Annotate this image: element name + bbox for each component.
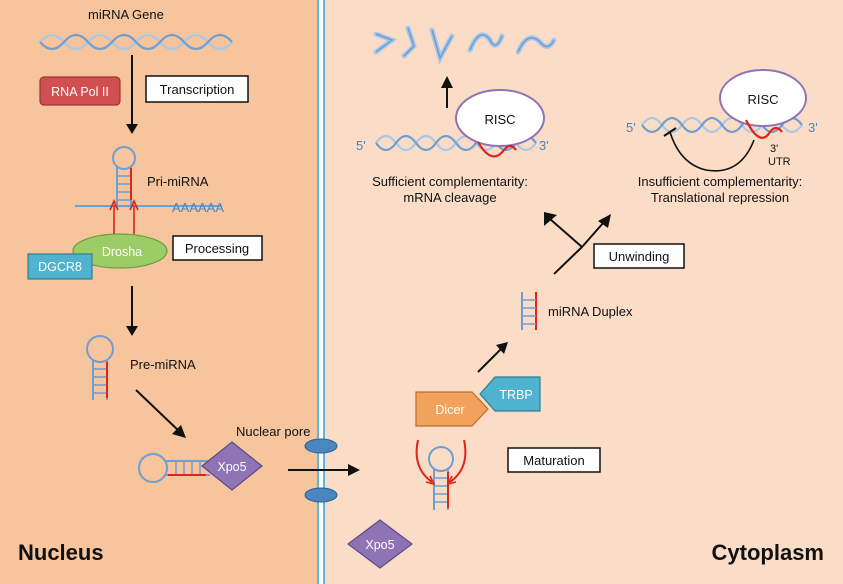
- repression-outcome-line2: Translational repression: [651, 190, 789, 205]
- nuclear-membrane: [317, 0, 325, 584]
- risc-right-label: RISC: [747, 92, 778, 107]
- transcription-label: Transcription: [160, 82, 235, 97]
- risc-left: RISC: [455, 89, 545, 158]
- mirna-gene-helix: [39, 33, 233, 51]
- nuclear-pore-top: [304, 438, 338, 454]
- cleavage-outcome-line2: mRNA cleavage: [403, 190, 496, 205]
- drosha-label: Drosha: [102, 245, 142, 259]
- cleavage-outcome-line1: Sufficient complementarity:: [372, 174, 528, 189]
- xpo5-nucleus-label: Xpo5: [217, 460, 246, 474]
- dgcr8-label: DGCR8: [38, 260, 82, 274]
- unwinding-step: Unwinding: [593, 243, 685, 269]
- maturation-label: Maturation: [523, 453, 584, 468]
- xpo5-cytoplasm-label: Xpo5: [365, 538, 394, 552]
- nucleus-label: Nucleus: [18, 540, 104, 565]
- utr-label: UTR: [768, 156, 791, 168]
- cleaved-mrna-fragments: [373, 25, 557, 65]
- arrow-unwinding: [544, 212, 611, 275]
- arrow-transcription: [126, 55, 138, 134]
- nuclear-pore-bottom: [304, 487, 338, 503]
- rna-pol-ii-label: RNA Pol II: [51, 85, 109, 99]
- nuclear-pore-label: Nuclear pore: [236, 424, 310, 439]
- arrow-to-duplex: [477, 342, 508, 373]
- cytoplasm-label: Cytoplasm: [712, 540, 824, 565]
- maturation-step: Maturation: [507, 447, 601, 473]
- pre-mirna-hairpin: [86, 335, 114, 400]
- pri-mirna-hairpin: [75, 146, 222, 207]
- polya-tail-label: AAAAAA: [172, 200, 224, 215]
- rna-pol-ii: RNA Pol II: [39, 76, 121, 106]
- repression-outcome-line1: Insufficient complementarity:: [638, 174, 803, 189]
- dicer-substrate-hairpin: [415, 439, 467, 510]
- processing-step: Processing: [172, 235, 263, 261]
- arrow-cleavage-up: [441, 76, 453, 108]
- arrow-to-export: [135, 389, 186, 438]
- arrow-export: [288, 464, 360, 476]
- mirna-duplex-label: miRNA Duplex: [548, 304, 633, 319]
- three-prime-right: 3': [808, 120, 818, 135]
- arrow-processing: [126, 286, 138, 336]
- xpo5-nucleus: Xpo5: [201, 441, 263, 491]
- pre-mirna-label: Pre-miRNA: [130, 357, 196, 372]
- mirna-gene-label: miRNA Gene: [88, 7, 164, 22]
- five-prime-right: 5': [626, 120, 636, 135]
- unwinding-label: Unwinding: [609, 249, 670, 264]
- xpo5-cytoplasm: Xpo5: [347, 519, 413, 569]
- repression-inhibition-arc: [663, 127, 755, 172]
- processing-label: Processing: [185, 241, 249, 256]
- transcription-step: Transcription: [145, 75, 249, 103]
- pri-mirna-label: Pri-miRNA: [147, 174, 209, 189]
- risc-right: RISC: [719, 69, 807, 139]
- drosha-cut-arrows: [109, 199, 139, 238]
- five-prime-left: 5': [356, 138, 366, 153]
- dicer: Dicer: [415, 391, 489, 427]
- utr-3-label: 3': [770, 143, 778, 155]
- drosha: Drosha: [72, 233, 168, 269]
- trbp-label: TRBP: [499, 388, 532, 402]
- dgcr8: DGCR8: [27, 253, 93, 280]
- trbp: TRBP: [479, 376, 541, 412]
- mirna-duplex: [521, 292, 537, 330]
- three-prime-left: 3': [539, 138, 549, 153]
- pre-mirna-export-complex: [138, 453, 210, 483]
- dicer-label: Dicer: [435, 403, 464, 417]
- risc-left-label: RISC: [484, 112, 515, 127]
